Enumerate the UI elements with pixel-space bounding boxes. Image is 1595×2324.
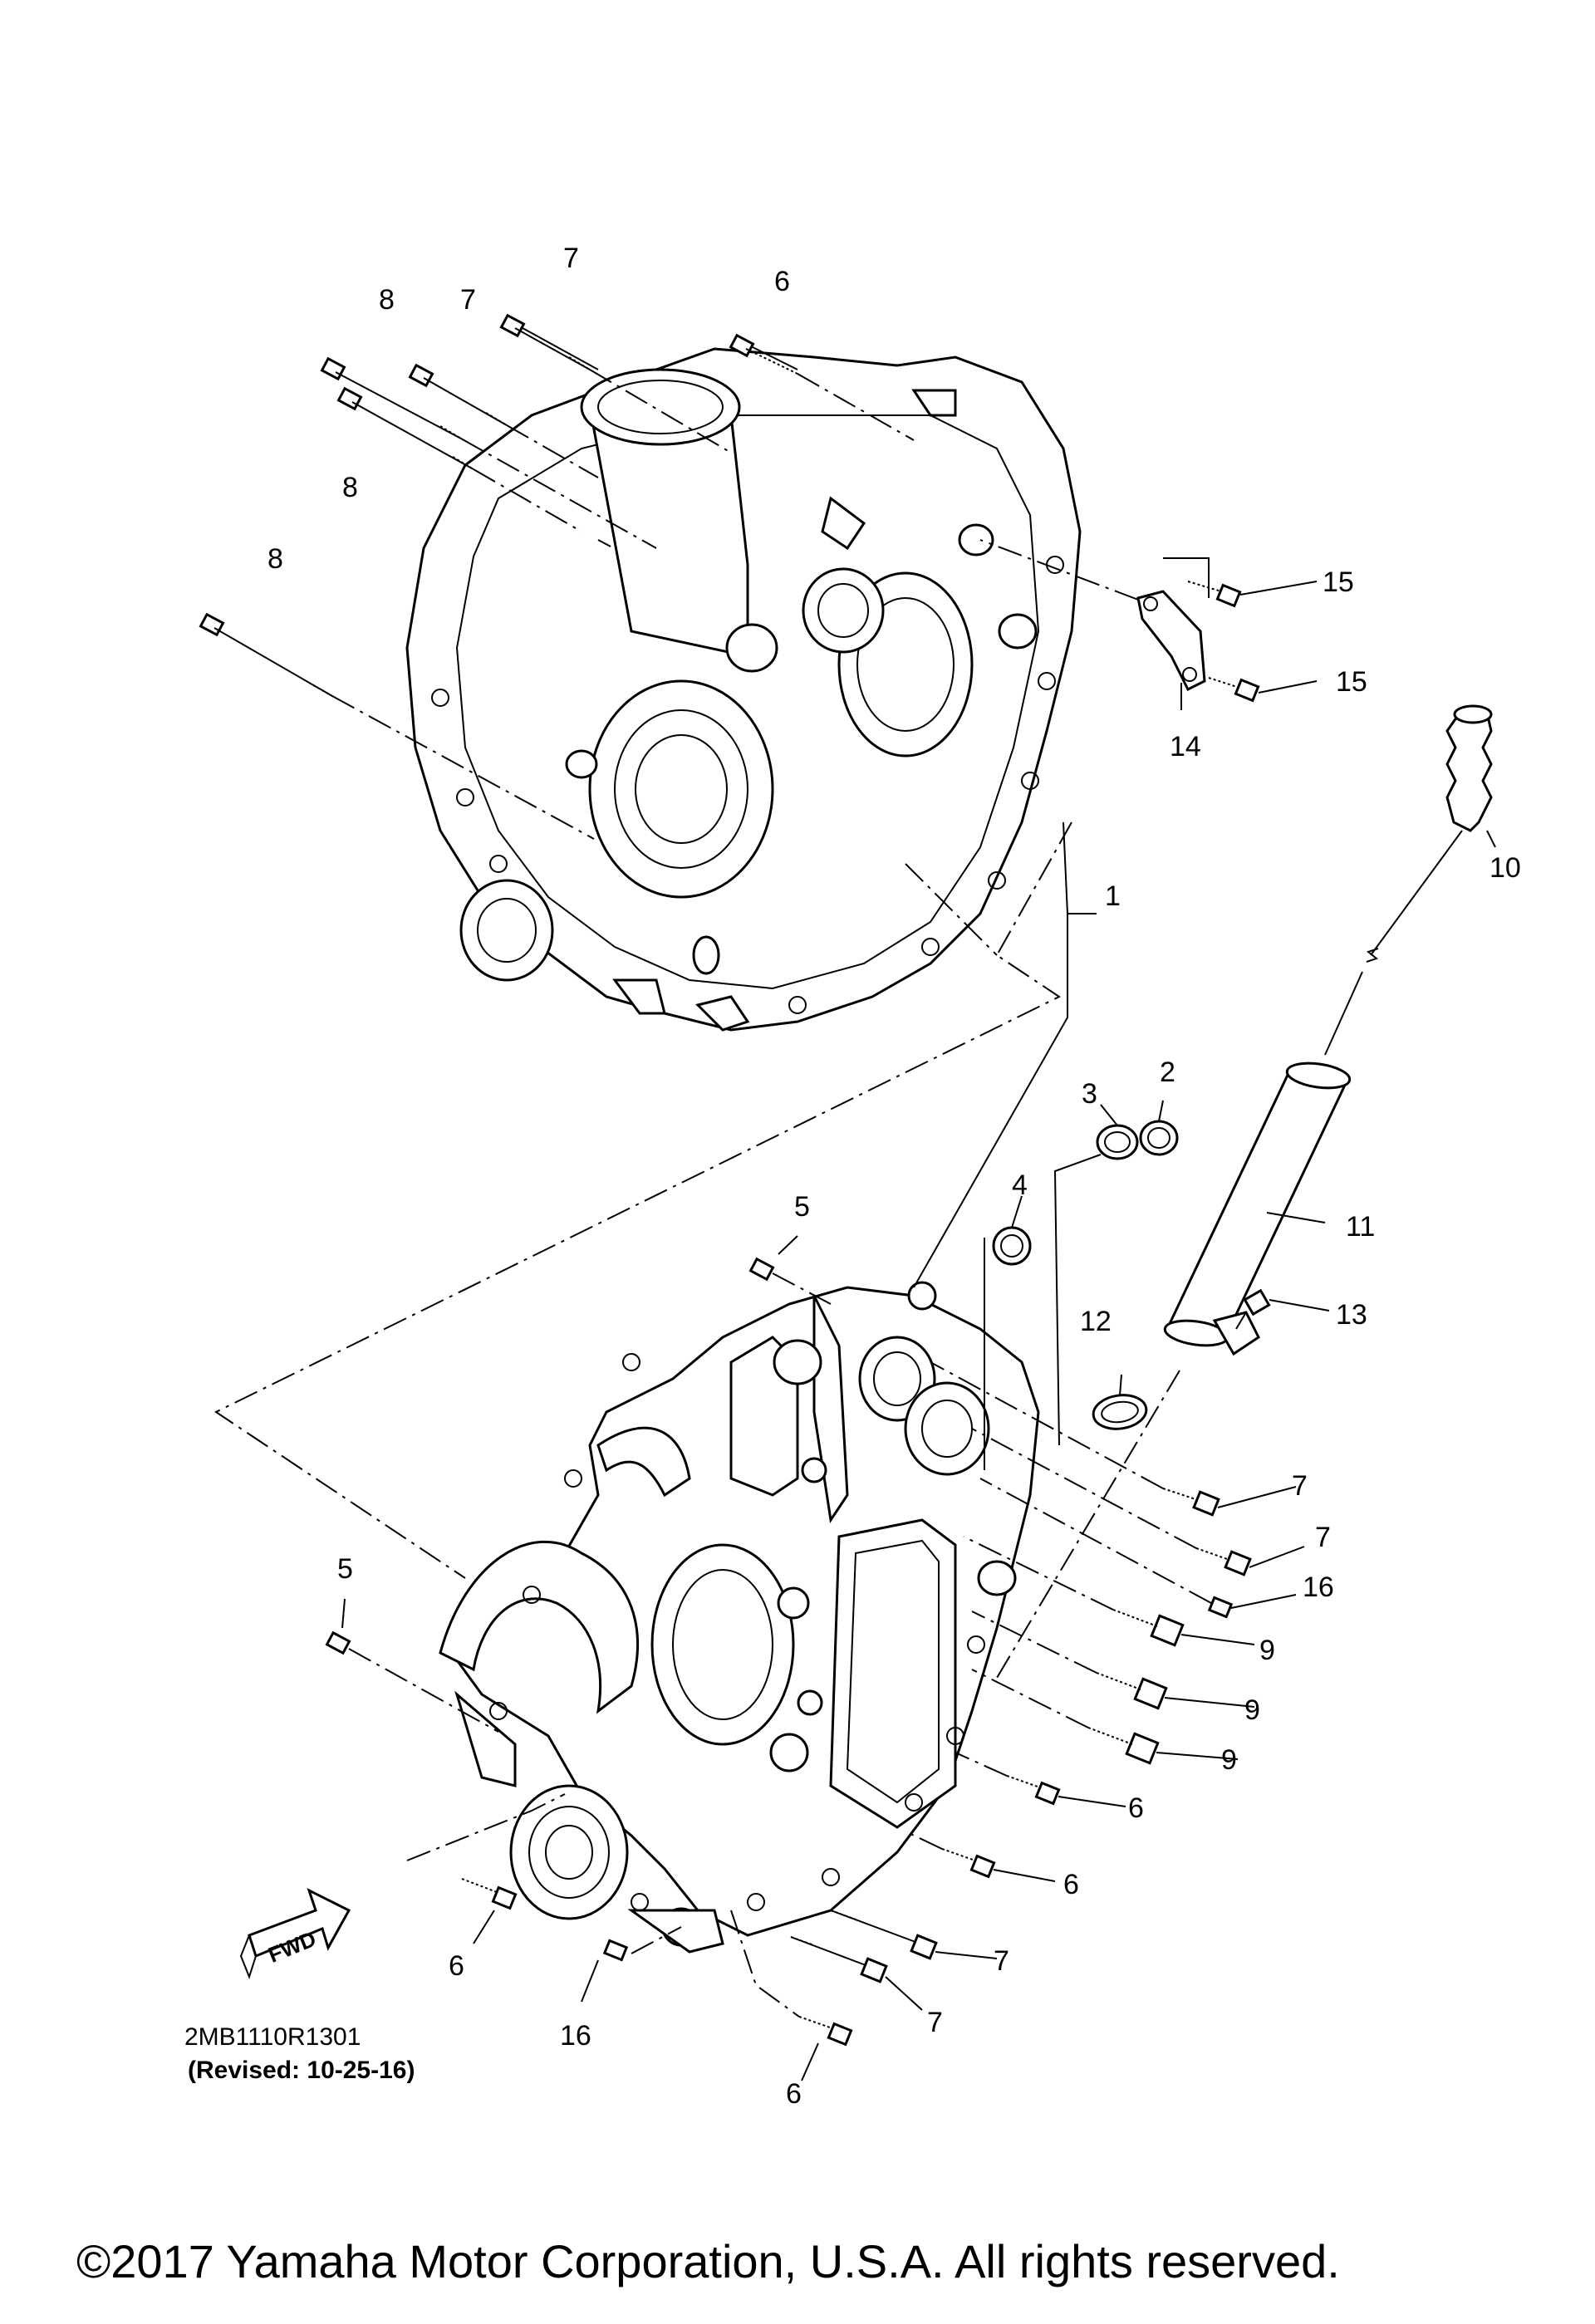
callout-16-bottom: 16 bbox=[560, 2020, 591, 2052]
dipstick-assembly bbox=[996, 704, 1496, 1679]
callout-6-left: 6 bbox=[449, 1950, 464, 1982]
callout-9-c: 9 bbox=[1221, 1744, 1237, 1776]
callout-7-right-b: 7 bbox=[1315, 1522, 1331, 1553]
callout-labels: 7 6 8 7 8 8 15 15 14 10 1 2 3 4 5 11 13 … bbox=[267, 243, 1521, 2110]
callout-8-mid: 8 bbox=[342, 472, 358, 503]
callout-6-top: 6 bbox=[774, 266, 790, 297]
bracket-assembly bbox=[979, 539, 1318, 710]
callout-7-bottom-a: 7 bbox=[994, 1945, 1009, 1977]
assembly-lines bbox=[214, 821, 1097, 1579]
drawing-code: 2MB1110R1301 bbox=[184, 2023, 361, 2051]
callout-7-bottom-b: 7 bbox=[927, 2007, 943, 2038]
callout-7-right-a: 7 bbox=[1292, 1470, 1308, 1502]
callout-8-left: 8 bbox=[267, 543, 283, 575]
callout-15-top: 15 bbox=[1323, 566, 1354, 598]
callout-5-top: 5 bbox=[794, 1191, 810, 1223]
callout-15-bottom: 15 bbox=[1336, 666, 1367, 698]
callout-8-top: 8 bbox=[379, 284, 395, 316]
crankcase-lower bbox=[439, 1281, 1040, 1954]
callout-10: 10 bbox=[1489, 852, 1521, 884]
callout-6-bottom: 6 bbox=[786, 2078, 802, 2110]
callout-13: 13 bbox=[1336, 1299, 1367, 1331]
callout-2: 2 bbox=[1160, 1057, 1175, 1088]
fwd-arrow-icon: FWD bbox=[239, 1888, 351, 1979]
callout-9-b: 9 bbox=[1244, 1694, 1260, 1726]
copyright-notice: ©2017 Yamaha Motor Corporation, U.S.A. A… bbox=[76, 2235, 1340, 2287]
callout-4: 4 bbox=[1012, 1169, 1028, 1201]
callout-9-a: 9 bbox=[1259, 1635, 1275, 1666]
bolts-lower-bottom bbox=[406, 1793, 998, 2081]
callout-16-right: 16 bbox=[1303, 1571, 1334, 1603]
callout-6-right-b: 6 bbox=[1063, 1869, 1079, 1900]
callout-11: 11 bbox=[1346, 1211, 1375, 1243]
callout-14: 14 bbox=[1170, 731, 1201, 762]
small-parts bbox=[325, 1100, 1179, 1733]
crankcase-upper bbox=[405, 347, 1082, 1032]
bolts-lower-right bbox=[905, 1361, 1305, 1882]
callout-5-left: 5 bbox=[337, 1553, 353, 1585]
callout-12: 12 bbox=[1080, 1306, 1112, 1337]
callout-6-right-a: 6 bbox=[1128, 1792, 1144, 1824]
bolts-upper bbox=[199, 313, 915, 840]
callout-3: 3 bbox=[1082, 1078, 1097, 1110]
callout-7-second: 7 bbox=[460, 284, 476, 316]
callout-7-top: 7 bbox=[563, 243, 579, 274]
callout-1: 1 bbox=[1105, 880, 1121, 912]
revision-note: (Revised: 10-25-16) bbox=[188, 2057, 415, 2084]
